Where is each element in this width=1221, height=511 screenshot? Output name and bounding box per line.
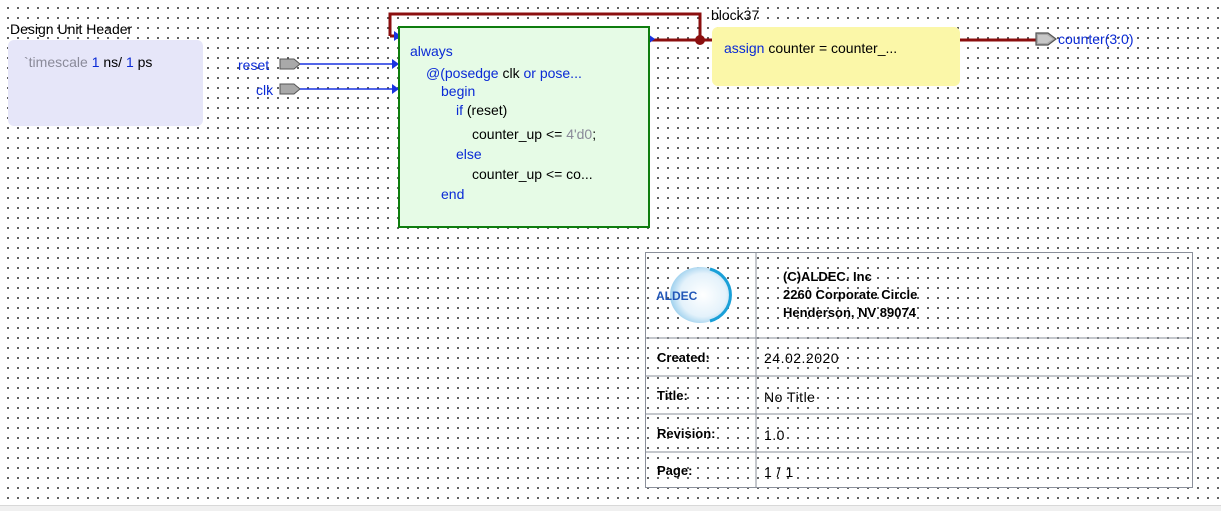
created-value: 24.02.2020 [764,350,840,366]
always-line-7: counter_up <= co... [472,165,593,183]
revision-label: Revision: [657,426,716,441]
aldec-logo: ALDEC [656,267,732,323]
precision-value: 1 [125,54,134,70]
code-token: end [441,186,465,202]
assign-block[interactable] [712,27,960,86]
code-token: clk [498,65,524,81]
horizontal-scrollbar[interactable] [0,505,1221,511]
wire-junction [695,35,705,45]
code-token: always [410,43,453,59]
created-label: Created: [657,350,710,365]
company-address: (C)ALDEC. Inc 2260 Corporate Circle Hend… [783,268,917,322]
always-line-2: @(posedge clk or pose... [426,64,582,82]
always-line-8: end [441,185,464,203]
reset-port[interactable] [279,58,399,70]
title-block [645,252,1193,488]
code-token: 4'd0 [566,126,593,142]
always-line-1: always [410,42,453,60]
code-token: (reset) [463,102,508,118]
code-token: if [456,102,463,118]
company-line-1: (C)ALDEC. Inc [783,269,872,284]
clk-port-label: clk [256,82,274,98]
counter-port-label: counter(3:0) [1058,31,1134,47]
always-block[interactable] [398,26,650,228]
code-token: ; [592,126,597,142]
assign-expression: counter = counter_... [764,40,898,56]
code-token: counter_up <= co... [472,166,593,182]
assign-statement: assign counter = counter_... [724,40,897,56]
assign-block-name: block37 [711,7,760,23]
title-value: No Title [764,389,816,405]
code-token: or pose... [523,65,582,81]
counter-output-port[interactable] [1035,32,1057,46]
code-token: counter_up <= [472,126,567,142]
code-token: posedge [444,65,499,81]
always-line-3: begin [441,82,475,100]
page-value: 1 / 1 [764,464,794,480]
time-unit: ns/ [103,54,123,70]
timescale-keyword: `timescale [24,54,88,70]
code-token: begin [441,83,476,99]
design-unit-header-box[interactable] [8,40,203,126]
reset-port-label: reset [238,57,270,73]
title-label: Title: [657,388,688,403]
precision-unit: ps [137,54,153,70]
company-line-3: Henderson, NV 89074 [783,305,916,320]
timescale-directive: `timescale 1 ns/ 1 ps [24,54,152,70]
feedback-arrowhead [394,31,401,41]
design-unit-header-title: Design Unit Header [10,21,133,37]
code-token: @( [426,65,445,81]
always-line-4: if (reset) [456,101,507,119]
revision-value: 1.0 [764,427,785,443]
page-label: Page: [657,463,693,478]
aldec-logo-text: ALDEC [656,289,698,303]
feedback-wire [388,12,702,40]
clk-port[interactable] [279,83,399,95]
assign-keyword: assign [724,40,765,56]
time-unit-value: 1 [91,54,100,70]
company-line-2: 2260 Corporate Circle [783,287,918,302]
always-line-6: else [456,145,482,163]
code-token: else [456,146,482,162]
always-line-5: counter_up <= 4'd0; [472,125,596,143]
